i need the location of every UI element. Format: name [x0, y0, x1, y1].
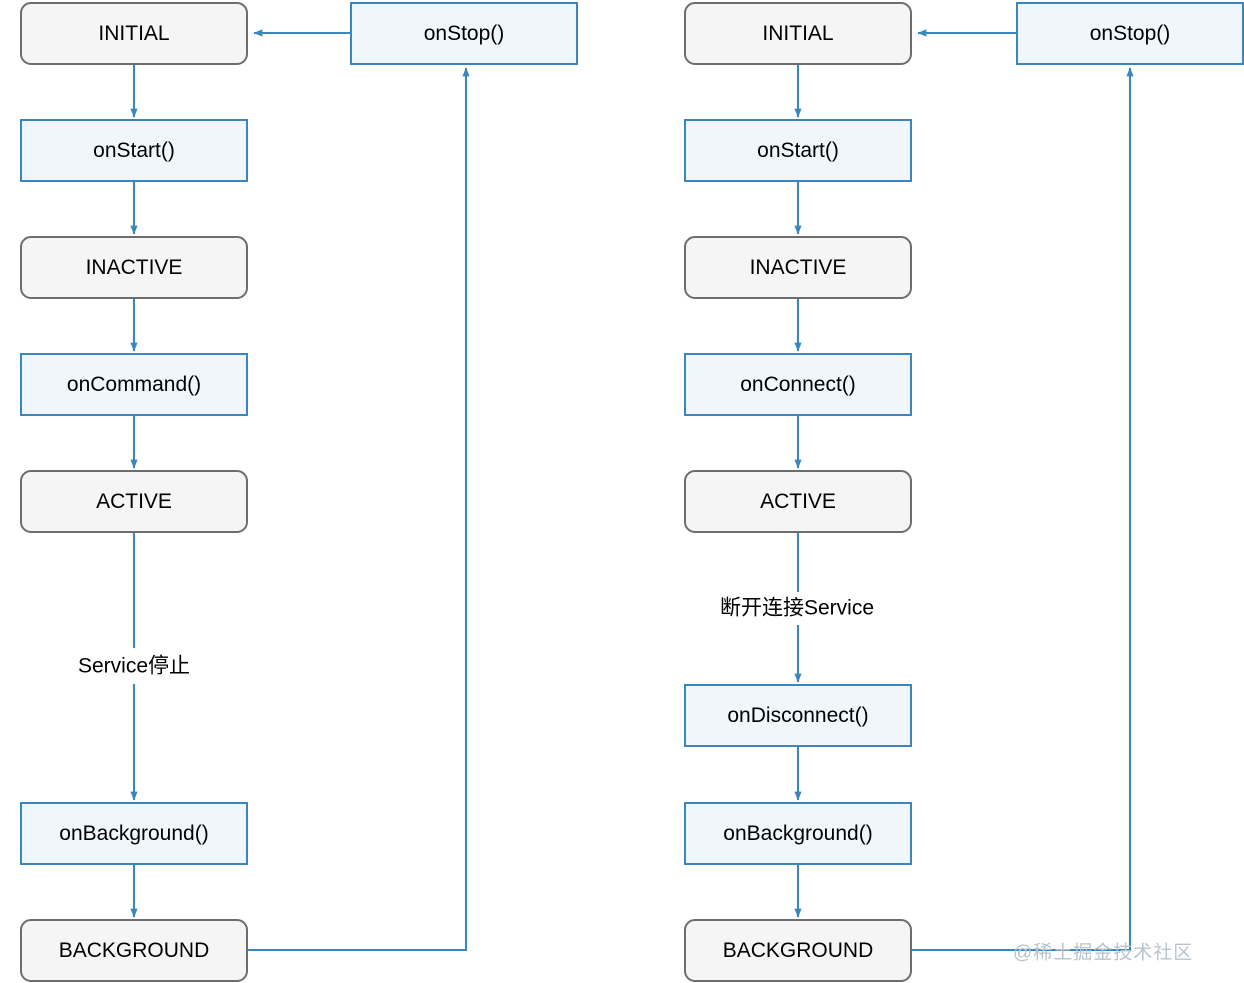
node-label: onDisconnect()	[727, 704, 869, 727]
node-label: onStop()	[1089, 22, 1171, 45]
node-label: INITIAL	[98, 22, 170, 45]
node-label: BACKGROUND	[58, 939, 210, 962]
node-ondisconnect-bound[interactable]: onDisconnect()	[684, 684, 912, 747]
node-onconnect-bound[interactable]: onConnect()	[684, 353, 912, 416]
node-onbackground-bound[interactable]: onBackground()	[684, 802, 912, 865]
node-label: onCommand()	[66, 373, 202, 396]
node-active-bound[interactable]: ACTIVE	[684, 470, 912, 533]
node-onstop-started[interactable]: onStop()	[350, 2, 578, 65]
node-inactive-bound[interactable]: INACTIVE	[684, 236, 912, 299]
node-label: INITIAL	[762, 22, 834, 45]
node-active-started[interactable]: ACTIVE	[20, 470, 248, 533]
node-onstart-bound[interactable]: onStart()	[684, 119, 912, 182]
node-initial-bound[interactable]: INITIAL	[684, 2, 912, 65]
node-label: onBackground()	[723, 822, 873, 845]
node-label: INACTIVE	[749, 256, 847, 279]
node-inactive-started[interactable]: INACTIVE	[20, 236, 248, 299]
edge-r-background-onstop	[912, 67, 1134, 952]
node-label: onStart()	[757, 139, 839, 162]
node-label: onStop()	[423, 22, 505, 45]
edge-label-disconnect-service: 断开连接Service	[713, 595, 881, 621]
node-onbackground-started[interactable]: onBackground()	[20, 802, 248, 865]
node-onstart-started[interactable]: onStart()	[20, 119, 248, 182]
node-background-bound[interactable]: BACKGROUND	[684, 919, 912, 982]
node-label: onConnect()	[740, 373, 856, 396]
edge-label-service-stop: Service停止	[71, 653, 197, 679]
node-onstop-bound[interactable]: onStop()	[1016, 2, 1244, 65]
node-initial-started[interactable]: INITIAL	[20, 2, 248, 65]
node-label: BACKGROUND	[722, 939, 874, 962]
node-label: onBackground()	[59, 822, 209, 845]
node-label: ACTIVE	[760, 490, 836, 513]
watermark: @稀土掘金技术社区	[1013, 942, 1194, 964]
node-label: ACTIVE	[96, 490, 172, 513]
edge-l-background-onstop	[248, 67, 470, 952]
node-oncommand-started[interactable]: onCommand()	[20, 353, 248, 416]
node-background-started[interactable]: BACKGROUND	[20, 919, 248, 982]
node-label: INACTIVE	[85, 256, 183, 279]
node-label: onStart()	[93, 139, 175, 162]
